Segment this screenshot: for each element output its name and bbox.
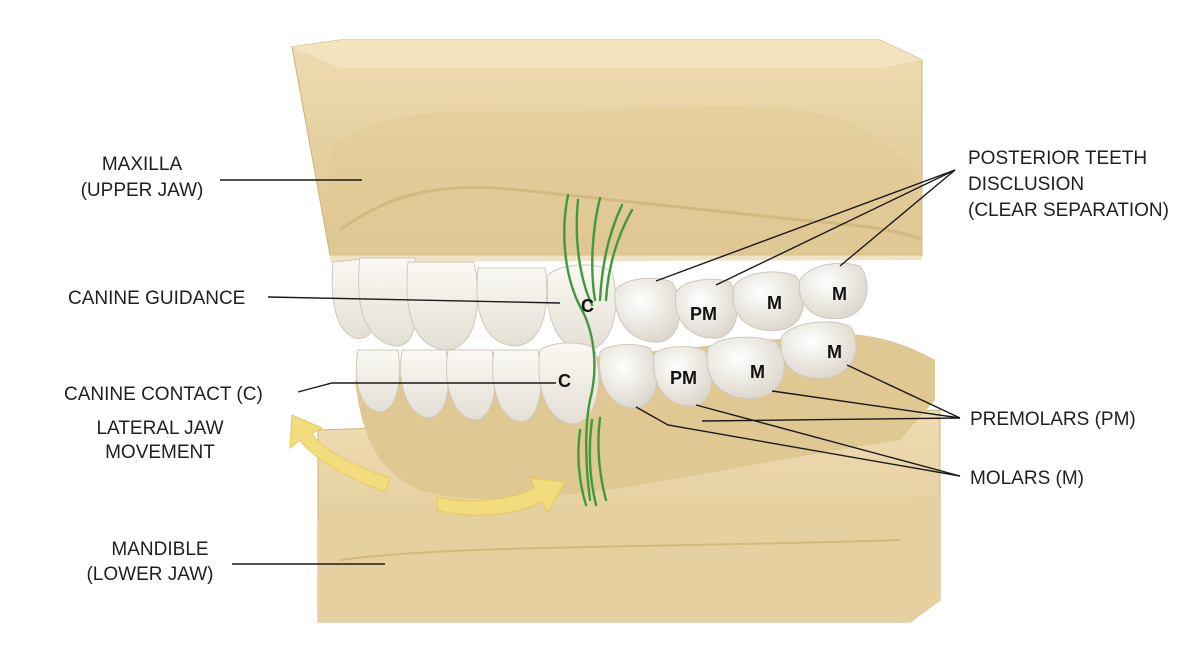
upper-incisor-tooth bbox=[476, 267, 548, 347]
upper-molar-tooth bbox=[732, 271, 805, 332]
lateral-movement-label: LATERAL JAW bbox=[96, 418, 223, 439]
maxilla-label: MAXILLA bbox=[102, 154, 183, 175]
lower-premolar-tooth bbox=[598, 344, 658, 409]
posterior-disclusion-label-2: DISCLUSION bbox=[968, 174, 1084, 195]
lower-molar-tooth bbox=[706, 336, 785, 399]
lower-canine-mark: C bbox=[558, 371, 571, 391]
callout-labels: MAXILLA (UPPER JAW) CANINE GUIDANCE CANI… bbox=[64, 148, 1169, 585]
posterior-disclusion-label-3: (CLEAR SEPARATION) bbox=[968, 200, 1169, 221]
upper-premolar-tooth bbox=[614, 277, 681, 343]
upper-molar-mark: M bbox=[832, 284, 847, 304]
canine-contact-label: CANINE CONTACT (C) bbox=[64, 384, 263, 405]
upper-incisor-tooth bbox=[406, 261, 478, 351]
posterior-disclusion-label: POSTERIOR TEETH bbox=[968, 148, 1147, 169]
lower-premolar-mark: PM bbox=[670, 368, 697, 388]
maxilla-label-sub: (UPPER JAW) bbox=[81, 180, 204, 201]
upper-canine-mark: C bbox=[581, 296, 594, 316]
upper-premolar-mark: PM bbox=[690, 304, 717, 324]
molars-label: MOLARS (M) bbox=[970, 468, 1084, 489]
mandible-label-sub: (LOWER JAW) bbox=[86, 564, 213, 585]
leader-lines bbox=[220, 169, 961, 565]
lower-canine-tooth bbox=[538, 342, 600, 425]
lower-molar-mark: M bbox=[827, 342, 842, 362]
lower-premolar-tooth bbox=[652, 346, 713, 407]
upper-molar-mark: M bbox=[767, 293, 782, 313]
lower-molar-tooth bbox=[780, 321, 857, 379]
premolars-label: PREMOLARS (PM) bbox=[970, 409, 1136, 430]
lower-molar-mark: M bbox=[750, 362, 765, 382]
lower-incisor-tooth bbox=[355, 349, 400, 413]
curved-arrow-icon bbox=[289, 414, 566, 516]
canine-guidance-label: CANINE GUIDANCE bbox=[68, 288, 245, 309]
lower-teeth bbox=[355, 321, 857, 425]
mandible-label: MANDIBLE bbox=[111, 539, 208, 560]
upper-premolar-tooth bbox=[674, 278, 738, 339]
upper-molar-tooth bbox=[798, 262, 868, 320]
canine-guidance-lines bbox=[563, 193, 634, 507]
lateral-movement-label-sub: MOVEMENT bbox=[105, 442, 215, 463]
tooth-marks: C PM M M C PM M M bbox=[558, 284, 847, 391]
maxilla-model bbox=[291, 39, 923, 262]
upper-teeth bbox=[331, 257, 868, 353]
